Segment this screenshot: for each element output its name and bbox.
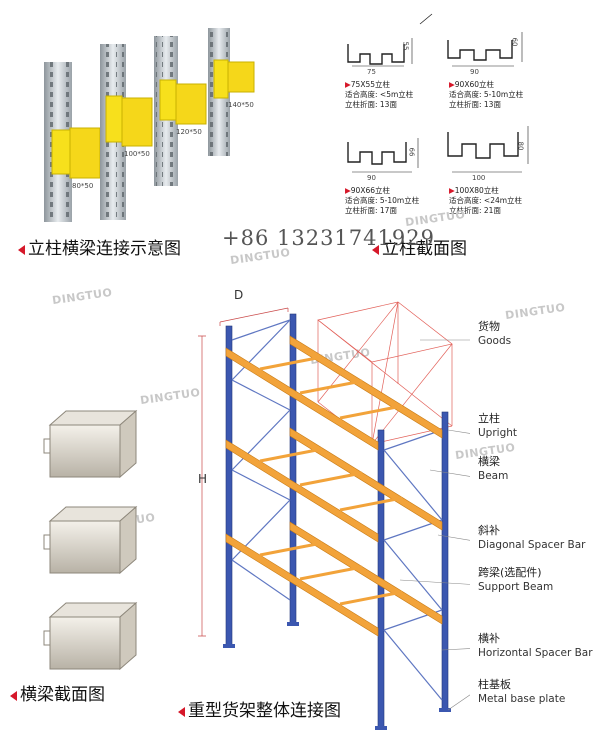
label-diagonal-cn: 斜补: [478, 524, 500, 537]
profile-4-folds: 立柱折面: 21面: [449, 206, 501, 215]
profile-3-name: 90X66立柱: [350, 186, 391, 195]
label-metal-base-plate: 柱基板 Metal base plate: [478, 678, 565, 706]
connector-2: [105, 95, 153, 147]
upright-section-drawings: [347, 13, 529, 173]
label-upright-cn: 立柱: [478, 412, 500, 425]
label-beam-en: Beam: [478, 470, 509, 482]
beam-profile-3: [43, 601, 138, 671]
profile-4-spec: ▶100X80立柱 适合高度: <24m立柱 立柱折面: 21面: [449, 186, 523, 215]
label-support-beam-en: Support Beam: [478, 581, 554, 593]
label-support-beam-cn: 跨梁(选配件): [478, 566, 542, 579]
depth-dimension-label: D: [234, 288, 244, 302]
beam-section-illustrations: [43, 409, 138, 671]
height-dimension-label: H: [198, 472, 208, 486]
profile-1-folds: 立柱折面: 13面: [345, 100, 397, 109]
profile-1-spec: ▶75X55立柱 适合高度: <5m立柱 立柱折面: 13面: [345, 80, 414, 109]
profile-2-name: 90X60立柱: [454, 80, 495, 89]
beam-profile-2: [43, 505, 138, 575]
connector-size-label-3: 120*50: [176, 128, 202, 136]
caption-upright-section: 立柱截面图: [372, 234, 467, 259]
diagonal-spacer-bars: [231, 319, 443, 701]
profile-1-width: 75: [367, 68, 376, 76]
watermark-5: DINGTUO: [504, 300, 567, 323]
rack-assembly-diagram: [198, 301, 470, 730]
label-beam-cn: 横梁: [478, 455, 500, 468]
profile-2-height-range: 适合高度: 5-10m立柱: [449, 90, 524, 99]
label-horizontal-spacer-bar: 横补 Horizontal Spacer Bar: [478, 632, 593, 660]
profile-2-width: 90: [470, 68, 479, 76]
label-base-plate-cn: 柱基板: [478, 678, 511, 691]
beam-profile-1: [43, 409, 138, 479]
caption-upright-beam-connection-text: 立柱横梁连接示意图: [28, 239, 181, 259]
red-arrow-icon: [372, 244, 379, 255]
connector-size-label-1: 80*50: [72, 182, 94, 190]
profile-2-height: 60: [510, 37, 519, 47]
profile-3-folds: 立柱折面: 17面: [345, 206, 397, 215]
profile-4-width: 100: [472, 174, 486, 182]
label-horizontal-en: Horizontal Spacer Bar: [478, 647, 593, 659]
connector-size-label-4: 140*50: [228, 101, 254, 109]
caption-beam-section-text: 横梁截面图: [20, 685, 105, 705]
caption-beam-section: 横梁截面图: [10, 680, 105, 705]
connector-4: [213, 59, 255, 99]
profile-4-height-range: 适合高度: <24m立柱: [449, 196, 523, 205]
profile-3-height: 66: [407, 147, 416, 157]
profile-4-name: 100X80立柱: [454, 186, 499, 195]
label-upright: 立柱 Upright: [478, 412, 517, 440]
profile-3-spec: ▶90X66立柱 适合高度: 5-10m立柱 立柱折面: 17面: [345, 186, 420, 215]
label-goods: 货物 Goods: [478, 320, 511, 348]
profile-1-height-range: 适合高度: <5m立柱: [345, 90, 414, 99]
label-goods-en: Goods: [478, 335, 512, 347]
label-goods-cn: 货物: [478, 320, 500, 333]
metal-base-plates: [223, 622, 451, 730]
beams: [225, 335, 443, 637]
profile-3-width: 90: [367, 174, 376, 182]
watermark-2: DINGTUO: [51, 285, 114, 308]
support-beams: [259, 355, 403, 606]
label-support-beam: 跨梁(选配件) Support Beam: [478, 566, 553, 594]
connector-3: [159, 79, 207, 125]
profile-2-spec: ▶90X60立柱 适合高度: 5-10m立柱 立柱折面: 13面: [449, 80, 524, 109]
red-arrow-icon: [10, 690, 17, 701]
label-diagonal-spacer-bar: 斜补 Diagonal Spacer Bar: [478, 524, 585, 552]
label-diagonal-en: Diagonal Spacer Bar: [478, 539, 586, 551]
connector-1: [51, 127, 101, 179]
connector-size-label-2: 100*50: [124, 150, 150, 158]
red-arrow-icon: [178, 706, 185, 717]
profile-3-height-range: 适合高度: 5-10m立柱: [345, 196, 420, 205]
label-beam: 横梁 Beam: [478, 455, 508, 483]
caption-overall-connection: 重型货架整体连接图: [178, 696, 341, 721]
caption-upright-section-text: 立柱截面图: [382, 239, 467, 259]
phone-number: +86 13231741929: [222, 226, 435, 250]
caption-upright-beam-connection: 立柱横梁连接示意图: [18, 234, 181, 259]
profile-1-height: 55: [401, 41, 410, 51]
label-horizontal-cn: 横补: [478, 632, 500, 645]
profile-2-folds: 立柱折面: 13面: [449, 100, 501, 109]
label-base-plate-en: Metal base plate: [478, 693, 566, 705]
upright-beam-connection-illustration: [44, 28, 255, 222]
red-arrow-icon: [18, 244, 25, 255]
profile-4-height: 80: [516, 141, 525, 151]
caption-overall-connection-text: 重型货架整体连接图: [188, 701, 341, 721]
profile-1-name: 75X55立柱: [350, 80, 391, 89]
label-upright-en: Upright: [478, 427, 518, 439]
